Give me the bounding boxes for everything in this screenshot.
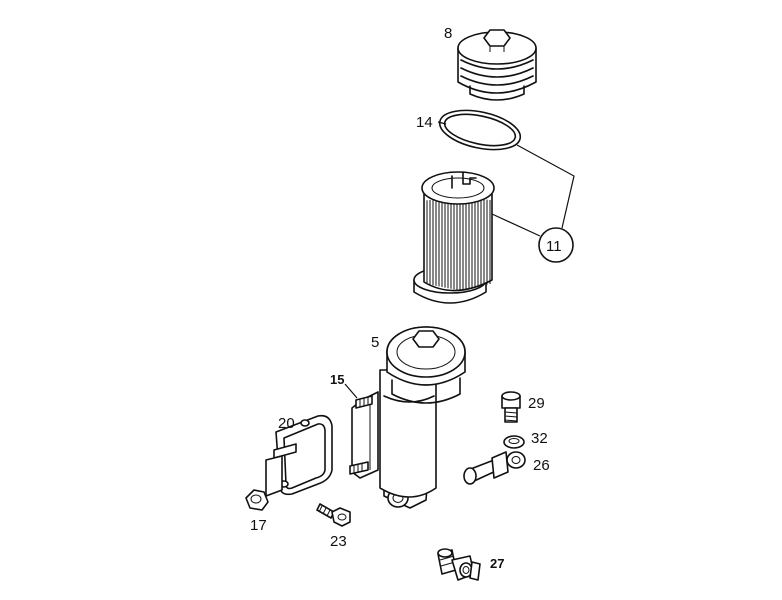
- filter-pleats: [426, 196, 491, 290]
- label-part-29: 29: [528, 395, 545, 412]
- studs-15: [349, 395, 373, 475]
- label-part-11: 11: [546, 238, 562, 255]
- label-part-15: 15: [330, 372, 344, 387]
- washer-32: [503, 435, 525, 449]
- bolt-23: [316, 503, 351, 527]
- label-part-14: 14: [416, 114, 433, 131]
- label-part-32: 32: [531, 430, 548, 447]
- o-ring-14: [438, 109, 522, 151]
- label-part-20: 20: [278, 415, 295, 432]
- label-part-5: 5: [371, 334, 379, 351]
- filter-cap-8: [457, 29, 537, 101]
- bracket-20: [265, 414, 333, 497]
- label-part-23: 23: [330, 533, 347, 550]
- label-part-26: 26: [533, 457, 550, 474]
- label-part-17: 17: [250, 517, 267, 534]
- banjo-fitting-26: [463, 451, 526, 485]
- callout-circle-11: [538, 227, 574, 263]
- banjo-bolt-29: [501, 391, 521, 423]
- nut-17: [245, 489, 269, 511]
- filter-housing-5: [351, 326, 466, 509]
- valve-27: [437, 548, 481, 581]
- filter-element-11: [413, 171, 495, 304]
- label-part-8: 8: [444, 25, 452, 42]
- label-part-27: 27: [490, 556, 504, 571]
